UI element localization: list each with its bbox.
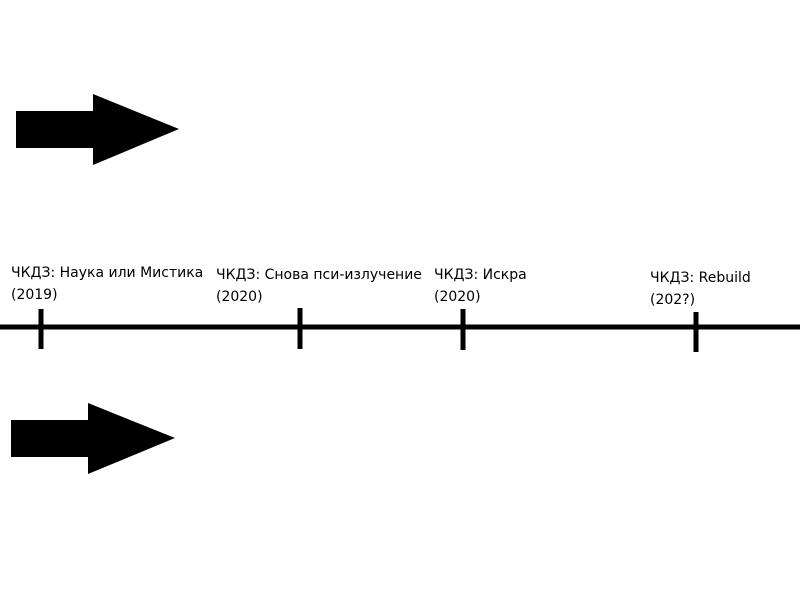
timeline-event-label: ЧКДЗ: Rebuild (202?) <box>650 267 751 311</box>
event-title: ЧКДЗ: Rebuild <box>650 270 751 286</box>
timeline-event-label: ЧКДЗ: Снова пси-излучение (2020) <box>216 264 422 308</box>
arrow-right-icon <box>16 94 179 165</box>
event-year: (2019) <box>11 287 58 303</box>
timeline-event-label: ЧКДЗ: Наука или Мистика (2019) <box>11 262 203 306</box>
event-title: ЧКДЗ: Снова пси-излучение <box>216 267 422 283</box>
timeline-event-label: ЧКДЗ: Искра (2020) <box>434 264 527 308</box>
event-year: (202?) <box>650 292 696 308</box>
event-title: ЧКДЗ: Наука или Мистика <box>11 265 204 281</box>
arrow-right-icon <box>11 403 175 474</box>
event-title: ЧКДЗ: Искра <box>434 267 527 283</box>
event-year: (2020) <box>434 289 481 305</box>
event-year: (2020) <box>216 289 263 305</box>
